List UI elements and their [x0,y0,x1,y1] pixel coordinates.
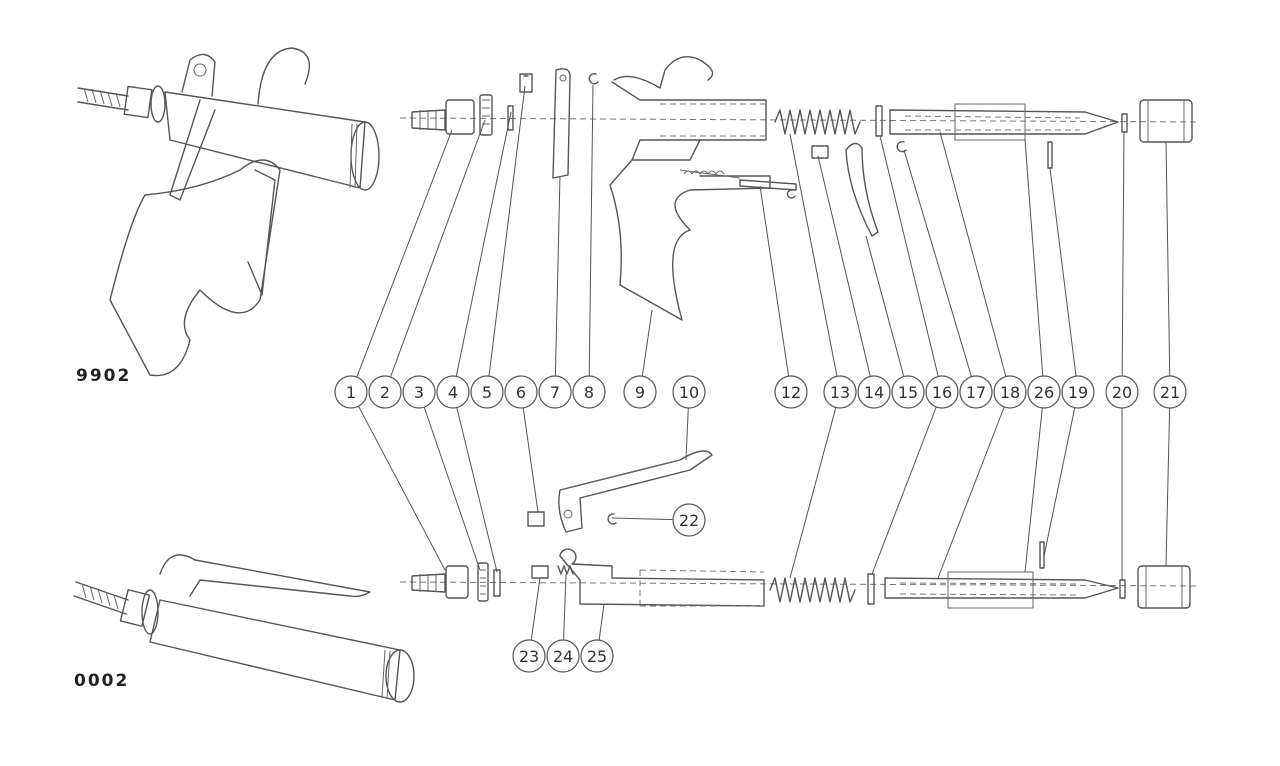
callout-9 [623,375,657,409]
callout-10 [672,375,706,409]
callout-bubbles: 1 2 3 4 5 6 7 8 9 10 12 13 14 15 16 17 1… [334,375,1187,673]
assembled-pistol-gun [77,47,380,377]
callout-7 [538,375,572,409]
exploded-parts-bottom-row [399,450,1201,609]
callout-23 [512,639,546,673]
callout-22 [672,503,706,537]
callout-25 [580,639,614,673]
callout-13-text: 13 [830,383,850,402]
callout-9-text: 9 [635,383,645,402]
callout-21-text: 21 [1160,383,1180,402]
callout-19-text: 19 [1068,383,1088,402]
callout-24-text: 24 [553,647,573,666]
callout-10-text: 10 [679,383,699,402]
callout-21 [1153,375,1187,409]
callout-4 [436,375,470,409]
callout-1-text: 1 [346,383,356,402]
callout-19 [1061,375,1095,409]
callout-18 [993,375,1027,409]
model-label-bottom: 0002 [74,671,130,691]
callout-15-text: 15 [898,383,918,402]
callout-4-text: 4 [448,383,458,402]
callout-15 [891,375,925,409]
callout-13 [823,375,857,409]
callout-23-text: 23 [519,647,539,666]
callout-17-text: 17 [966,383,986,402]
callout-1 [334,375,368,409]
callout-5-text: 5 [482,383,492,402]
callout-12-text: 12 [781,383,801,402]
callout-16-text: 16 [932,383,952,402]
callout-5 [470,375,504,409]
callout-3-text: 3 [414,383,424,402]
callout-20-text: 20 [1112,383,1132,402]
callout-25-text: 25 [587,647,607,666]
callout-6-text: 6 [516,383,526,402]
callout-3 [402,375,436,409]
assembled-straight-gun [73,554,415,703]
callout-24 [546,639,580,673]
model-label-top: 9902 [76,366,132,386]
callout-8 [572,375,606,409]
callout-2 [368,375,402,409]
callout-8-text: 8 [584,383,594,402]
callout-12 [774,375,808,409]
callout-7-text: 7 [550,383,560,402]
callout-26 [1027,375,1061,409]
leader-lines [350,84,1171,657]
callout-6 [504,375,538,409]
callout-14 [857,375,891,409]
callout-22-text: 22 [679,511,699,530]
callout-2-text: 2 [380,383,390,402]
callout-17 [959,375,993,409]
callout-14-text: 14 [864,383,884,402]
callout-16 [925,375,959,409]
callout-26-text: 26 [1034,383,1054,402]
exploded-parts-top-row [399,56,1201,321]
callout-20 [1105,375,1139,409]
callout-18-text: 18 [1000,383,1020,402]
